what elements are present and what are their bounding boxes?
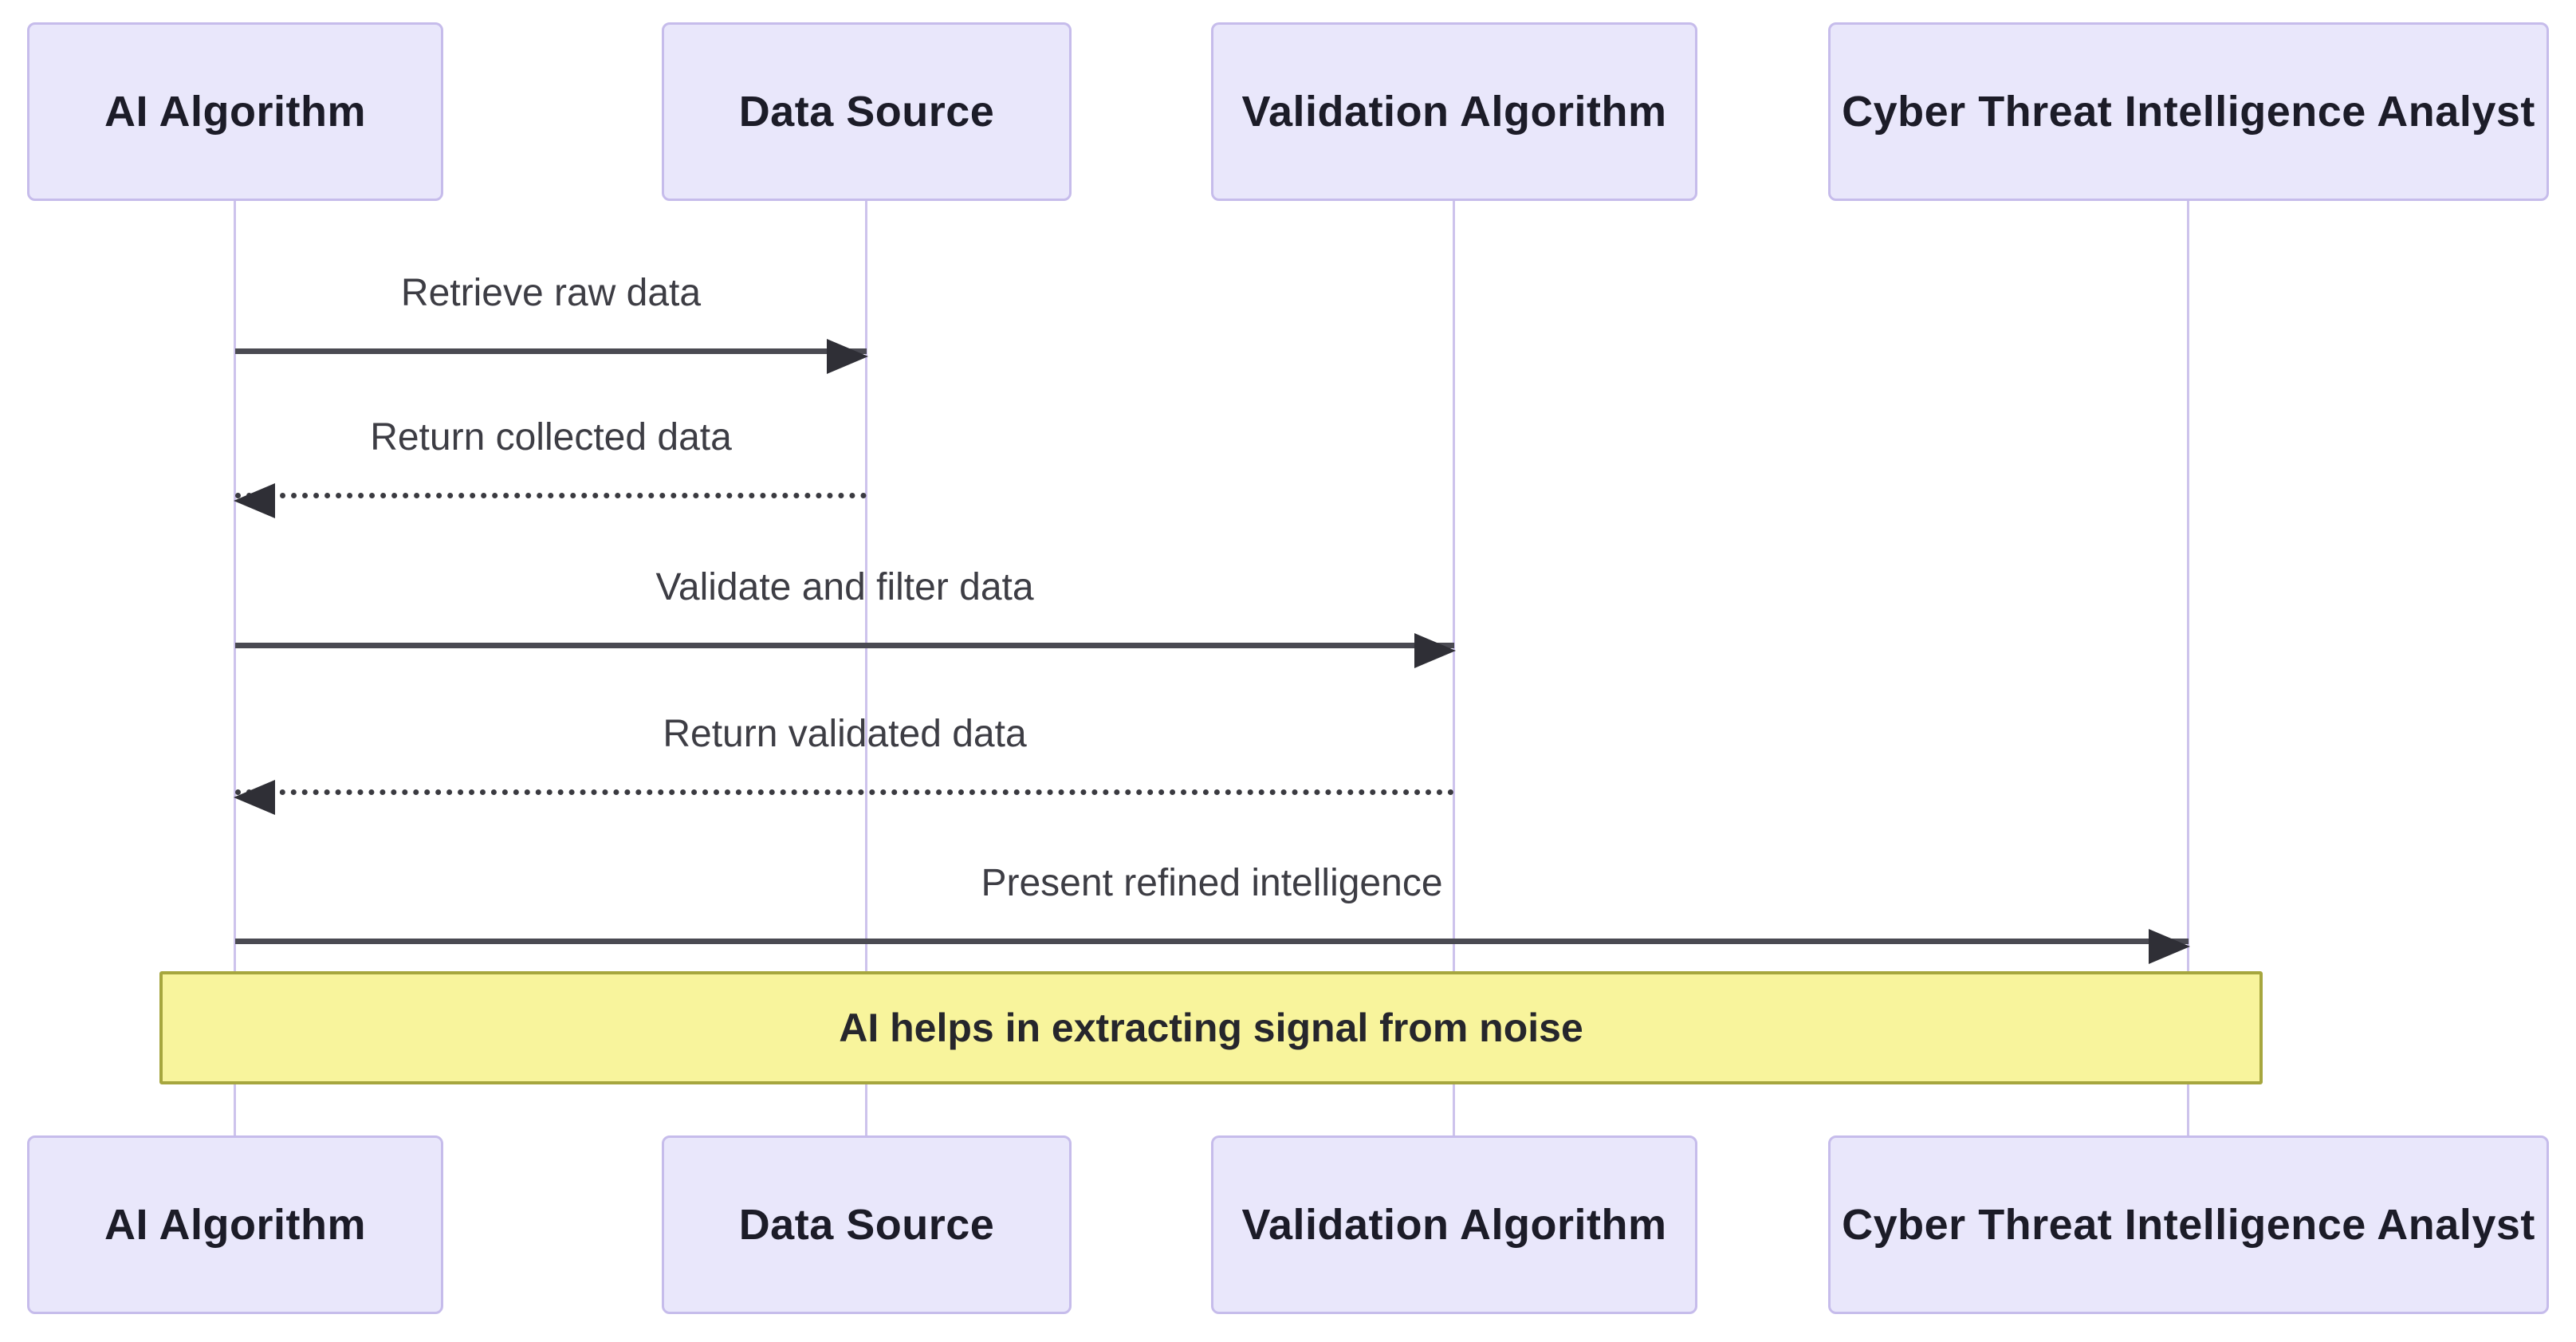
actor-label: Data Source xyxy=(738,88,995,136)
message-retrieve-raw-data: Retrieve raw data xyxy=(235,270,868,374)
actor-label: AI Algorithm xyxy=(104,88,366,136)
message-return-validated-data: Return validated data xyxy=(234,711,1454,815)
actor-top-cti-analyst: Cyber Threat Intelligence Analyst xyxy=(1828,22,2549,201)
lifeline-validation-algorithm xyxy=(1453,199,1455,1137)
message-return-collected-data: Return collected data xyxy=(234,415,867,518)
message-label: Return validated data xyxy=(663,713,1027,755)
message-validate-and-filter-data: Validate and filter data xyxy=(235,565,1456,668)
actor-bottom-cti-analyst: Cyber Threat Intelligence Analyst xyxy=(1828,1135,2549,1314)
actor-top-ai-algorithm: AI Algorithm xyxy=(27,22,443,201)
lifeline-ai-algorithm xyxy=(234,199,236,1137)
actor-top-validation-algorithm: Validation Algorithm xyxy=(1211,22,1697,201)
solid-arrow-right xyxy=(235,929,2190,964)
lifeline-cti-analyst xyxy=(2187,199,2189,1137)
message-label: Present refined intelligence xyxy=(981,862,1443,904)
solid-arrow-right xyxy=(235,633,1456,668)
actor-top-data-source: Data Source xyxy=(662,22,1072,201)
actor-label: AI Algorithm xyxy=(104,1201,366,1249)
solid-arrow-right xyxy=(235,339,868,374)
actor-label: Cyber Threat Intelligence Analyst xyxy=(1842,88,2535,136)
message-label: Retrieve raw data xyxy=(400,272,702,314)
arrowhead-right-icon xyxy=(827,339,868,374)
arrowhead-right-icon xyxy=(2149,929,2190,964)
arrowhead-left-icon xyxy=(234,483,275,518)
message-label: Validate and filter data xyxy=(655,566,1034,608)
actor-label: Data Source xyxy=(738,1201,995,1249)
actor-bottom-validation-algorithm: Validation Algorithm xyxy=(1211,1135,1697,1314)
actor-label: Validation Algorithm xyxy=(1241,1201,1667,1249)
lifeline-data-source xyxy=(865,199,867,1137)
arrowhead-right-icon xyxy=(1414,633,1456,668)
dotted-arrow-left xyxy=(234,780,1454,815)
note-text: AI helps in extracting signal from noise xyxy=(839,1006,1583,1050)
actor-bottom-ai-algorithm: AI Algorithm xyxy=(27,1135,443,1314)
message-present-refined-intelligence: Present refined intelligence xyxy=(235,860,2190,964)
dotted-arrow-left xyxy=(234,483,867,518)
arrowhead-left-icon xyxy=(234,780,275,815)
actor-label: Cyber Threat Intelligence Analyst xyxy=(1842,1201,2535,1249)
actor-label: Validation Algorithm xyxy=(1241,88,1667,136)
actor-bottom-data-source: Data Source xyxy=(662,1135,1072,1314)
message-label: Return collected data xyxy=(370,416,732,458)
note-over-all: AI helps in extracting signal from noise xyxy=(159,971,2263,1084)
